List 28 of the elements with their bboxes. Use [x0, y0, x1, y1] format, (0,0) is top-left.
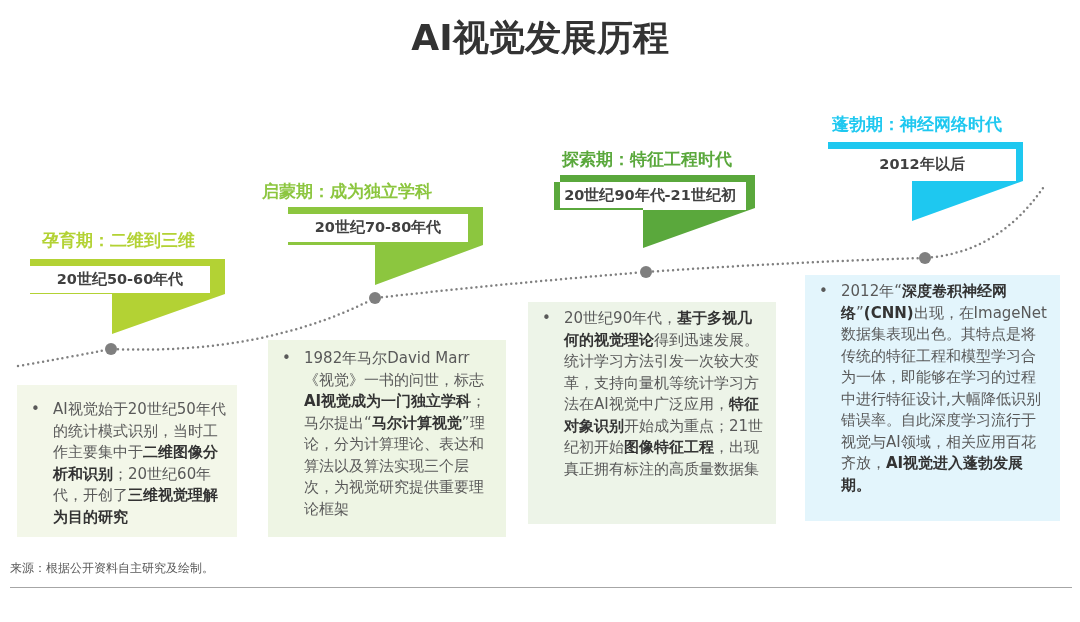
bullet-text: 1982年马尔David Marr《视觉》一书的问世，标志AI视觉成为一门独立学科；马尔提出“马尔计算视觉”理论，分为计算理论、表达和算法以及算法实现三个层次，为视觉研究提供重要理论框架	[304, 348, 488, 520]
dotted-timeline	[651, 256, 920, 273]
bullet-mark: •	[31, 399, 40, 420]
dotted-timeline	[930, 186, 1045, 259]
bullet-mark: •	[282, 348, 291, 369]
period-date: 20世纪50-60年代	[55, 269, 185, 289]
period-heading: 启蒙期：成为独立学科	[262, 180, 432, 203]
timeline-dot	[919, 252, 931, 264]
period-date: 2012年以后	[878, 155, 966, 174]
dotted-timeline	[16, 349, 106, 368]
description-card	[268, 340, 506, 537]
timeline-dot	[369, 292, 381, 304]
period-date: 20世纪90年代-21世纪初	[563, 186, 737, 205]
page-title: AI视觉发展历程	[410, 16, 670, 60]
dotted-timeline	[116, 299, 370, 351]
bullet-text: 2012年“深度卷积神经网络”(CNN)出现，在ImageNet 数据集表现出色。其特点是将传统的特征工程和模型学习合为一体，即能够在学习的过程中进行特征设计,大幅降低识别错误率。自此深度学习流行于视觉与AI领域，相关应用百花齐放，AI视觉进入蓬勃发展期。	[841, 281, 1048, 496]
description-card	[805, 275, 1060, 521]
period-heading: 探索期：特征工程时代	[562, 148, 732, 171]
period-date: 20世纪70-80年代	[313, 218, 443, 237]
bullet-mark: •	[542, 308, 551, 329]
timeline-dot	[105, 343, 117, 355]
period-heading: 蓬勃期：神经网络时代	[832, 113, 1002, 136]
bullet-text: 20世纪90年代，基于多视几何的视觉理论得到迅速发展。统计学习方法引发一次较大变革，支持向量机等统计学习方法在AI视觉中广泛应用，特征对象识别开始成为重点；21世纪初开始图像特征工程，出现真正拥有标注的高质量数据集	[564, 308, 765, 480]
timeline-dot	[640, 266, 652, 278]
period-heading: 孕育期：二维到三维	[42, 229, 195, 252]
source-note: 来源：根据公开资料自主研究及绘制。	[10, 560, 214, 577]
bullet-mark: •	[819, 281, 828, 302]
bullet-text: AI视觉始于20世纪50年代的统计模式识别，当时工作主要集中于二维图像分析和识别；20世纪60年代，开创了三维视觉理解为目的研究	[53, 399, 227, 528]
